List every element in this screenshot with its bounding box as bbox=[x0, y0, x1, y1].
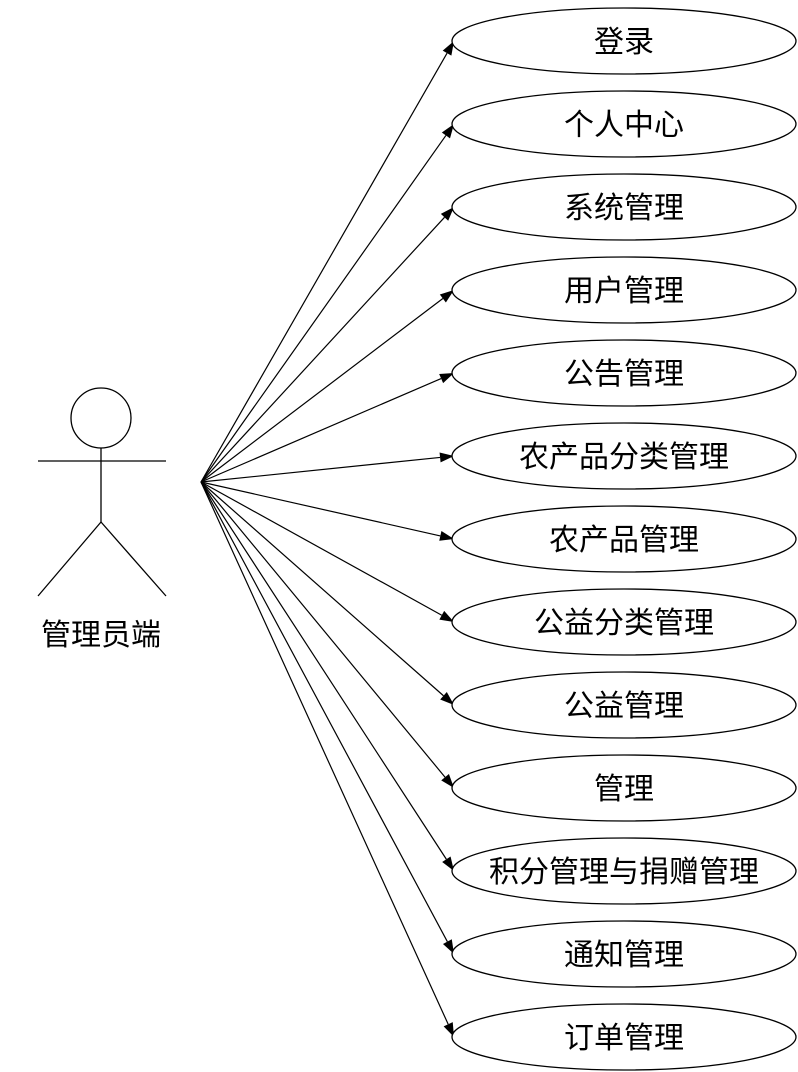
actor-label: 管理员端 bbox=[41, 618, 161, 653]
association-line bbox=[200, 481, 448, 942]
use-case-list: 登录个人中心系统管理用户管理公告管理农产品分类管理农产品管理公益分类管理公益管理… bbox=[451, 7, 797, 1071]
arrowhead bbox=[442, 939, 454, 954]
use-case-label: 订单管理 bbox=[564, 1021, 684, 1056]
arrowhead bbox=[439, 373, 454, 384]
actor-figure: 管理员端 bbox=[37, 387, 167, 653]
actor-right-leg bbox=[100, 521, 167, 597]
use-case-label: 公益管理 bbox=[564, 689, 684, 724]
use-case-ellipse bbox=[451, 920, 797, 988]
use-case-ellipse bbox=[451, 1003, 797, 1071]
association-line bbox=[200, 297, 444, 483]
use-case-label: 公益分类管理 bbox=[534, 606, 714, 641]
use-case-ellipse bbox=[451, 671, 797, 739]
arrowhead bbox=[439, 531, 454, 541]
arrowhead bbox=[439, 452, 454, 463]
use-case-ellipse bbox=[451, 422, 797, 490]
use-case-ellipse bbox=[451, 588, 797, 656]
arrowhead bbox=[440, 691, 454, 705]
association-line bbox=[200, 481, 446, 778]
association-line bbox=[200, 456, 441, 483]
arrowhead bbox=[442, 41, 454, 56]
association-line bbox=[200, 481, 447, 860]
arrowhead bbox=[440, 207, 454, 221]
arrowhead bbox=[442, 856, 454, 871]
use-case-label: 农产品管理 bbox=[549, 523, 699, 558]
use-case-ellipse bbox=[451, 754, 797, 822]
use-case-label: 通知管理 bbox=[564, 938, 684, 973]
use-case-ellipse bbox=[451, 173, 797, 241]
association-line bbox=[200, 481, 441, 537]
association-line bbox=[200, 481, 443, 616]
association-line bbox=[200, 135, 447, 483]
actor-head bbox=[70, 387, 132, 449]
use-case-ellipse bbox=[451, 837, 797, 905]
use-case-ellipse bbox=[451, 505, 797, 573]
arrowhead bbox=[441, 124, 454, 139]
use-case-ellipse bbox=[451, 90, 797, 158]
use-case-label: 用户管理 bbox=[564, 274, 684, 309]
use-case-label: 积分管理与捐赠管理 bbox=[489, 855, 759, 890]
arrowhead bbox=[439, 610, 454, 622]
association-line bbox=[200, 481, 449, 1025]
arrowhead bbox=[441, 774, 454, 788]
association-line bbox=[200, 216, 445, 483]
use-case-ellipse bbox=[451, 339, 797, 407]
arrowhead bbox=[439, 290, 454, 303]
use-case-label: 个人中心 bbox=[564, 108, 684, 143]
actor-left-leg bbox=[37, 521, 102, 597]
association-lines bbox=[200, 41, 454, 1037]
use-case-label: 管理 bbox=[594, 772, 654, 807]
use-case-label: 公告管理 bbox=[564, 357, 684, 392]
association-line bbox=[200, 377, 442, 483]
use-case-ellipse bbox=[451, 7, 797, 75]
use-case-label: 农产品分类管理 bbox=[519, 440, 729, 475]
association-line bbox=[200, 481, 444, 697]
association-line bbox=[200, 52, 448, 483]
arrowhead bbox=[443, 1022, 454, 1037]
use-case-label: 系统管理 bbox=[564, 191, 684, 226]
use-case-ellipse bbox=[451, 256, 797, 324]
use-case-label: 登录 bbox=[594, 25, 654, 60]
